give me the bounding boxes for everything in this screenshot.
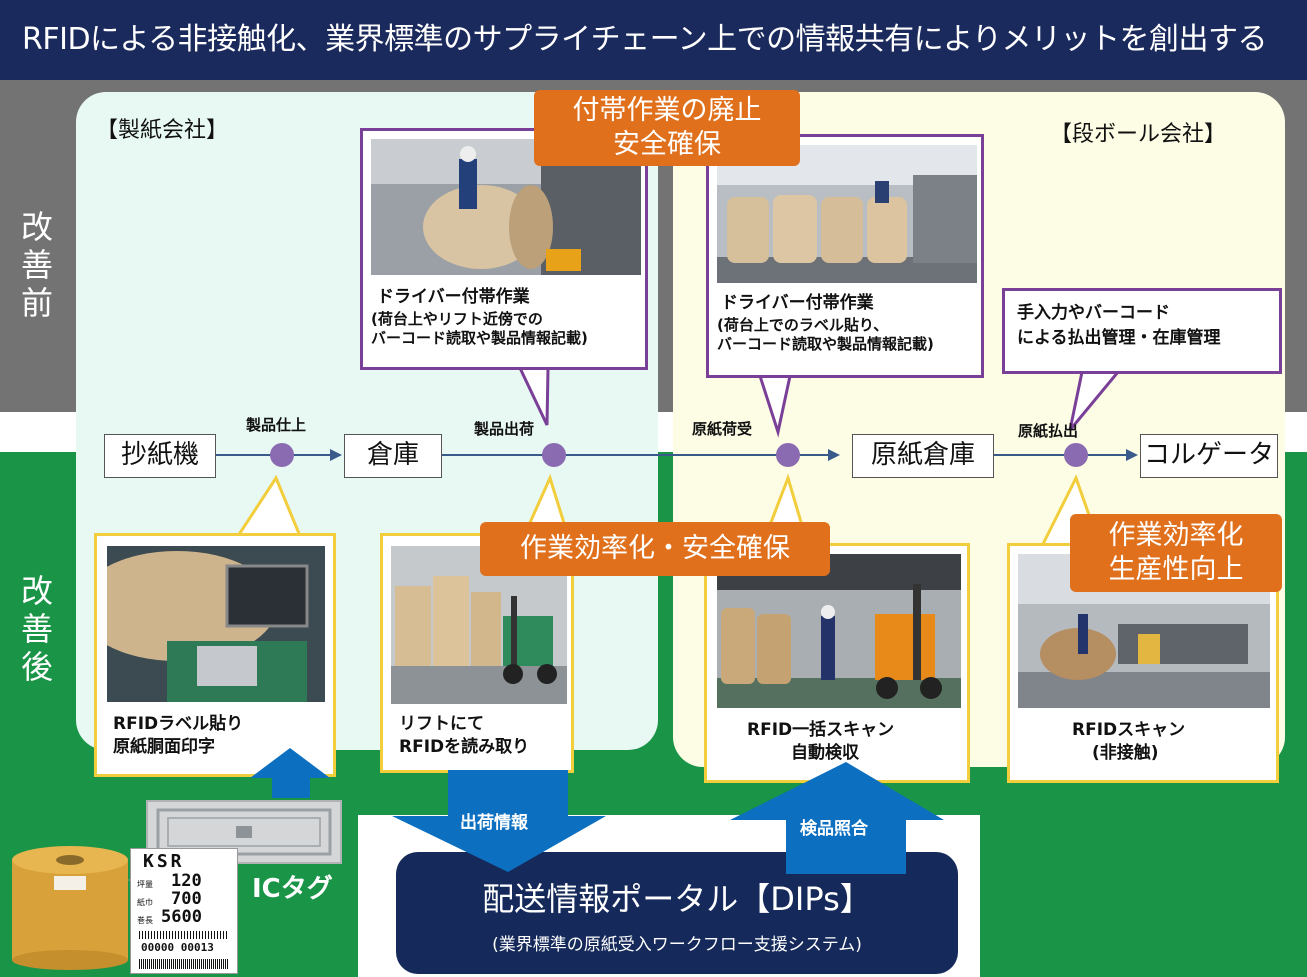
- label-row-value: 5600: [161, 907, 202, 927]
- label-row-value: 120: [171, 871, 202, 891]
- after-callout-line: (非接触): [1092, 743, 1159, 763]
- before-callout-line: (荷台上でのラベル貼り、: [717, 316, 889, 334]
- after-callout-line: RFID一括スキャン: [747, 720, 895, 740]
- tag-line: 生産性向上: [1108, 554, 1244, 585]
- shipping-info-label: 出荷情報: [460, 813, 528, 833]
- label-serial: 00000 00013: [141, 941, 214, 954]
- before-callout-title: ドライバー付帯作業: [377, 287, 530, 307]
- label-barcode: [139, 959, 229, 969]
- before-callout-line: (荷台上やリフト近傍での: [371, 310, 543, 328]
- after-callout-line: RFIDラベル貼り: [113, 714, 244, 734]
- ic-tag-image: [146, 800, 342, 864]
- milestone-label: 原紙荷受: [692, 420, 753, 438]
- label-row-name: 紙巾: [137, 898, 153, 907]
- after-callout-line: RFIDを読み取り: [399, 737, 530, 757]
- milestone-label: 製品仕上: [246, 416, 307, 434]
- node-corrugator: コルゲータ: [1140, 434, 1278, 478]
- after-callout-line: リフトにて: [399, 714, 484, 734]
- inspection-arrow: [730, 762, 944, 874]
- before-callout-line: による払出管理・在庫管理: [1017, 328, 1221, 348]
- paper-mill-label: 【製紙会社】: [96, 118, 229, 143]
- bulk-scan-photo: [717, 554, 961, 708]
- shipping-info-arrow: [392, 770, 606, 872]
- label-row-name: 坪量: [137, 880, 153, 889]
- product-label-sheet: KSR 坪量 120 紙巾 700 巻長 5600 00000 00013: [130, 848, 238, 974]
- before-callout-receiving: ドライバー付帯作業 (荷台上でのラベル貼り、 バーコード読取や製品情報記載): [706, 134, 984, 378]
- after-callout-line: 原紙胴面印字: [113, 737, 215, 757]
- milestone-dot: [776, 443, 800, 467]
- paper-roll-icon: [12, 846, 132, 970]
- tag-efficiency-safety: 作業効率化・安全確保: [480, 522, 830, 576]
- label-row-value: 700: [171, 889, 202, 909]
- after-callout-line: 自動検収: [791, 743, 859, 763]
- before-callout-title: ドライバー付帯作業: [721, 293, 874, 313]
- tag-line: 作業効率化: [1108, 520, 1244, 551]
- corrugator-label: 【段ボール会社】: [1050, 122, 1227, 147]
- rfid-labeling-photo: [107, 546, 325, 702]
- milestone-dot: [270, 443, 294, 467]
- portal-title: 配送情報ポータル【DIPs】: [482, 880, 872, 918]
- inspection-label: 検品照合: [800, 819, 868, 839]
- after-callout-labeling: RFIDラベル貼り 原紙胴面印字: [94, 533, 336, 777]
- truck-bed-photo: [717, 145, 977, 283]
- ic-tag-label: ICタグ: [252, 874, 333, 904]
- before-callout-line: 手入力やバーコード: [1017, 303, 1170, 323]
- after-side-label: 改善後: [20, 572, 53, 686]
- after-callout-bulk-scan: RFID一括スキャン 自動検収: [704, 543, 970, 783]
- node-base-paper-warehouse: 原紙倉庫: [852, 434, 994, 478]
- milestone-label: 製品出荷: [474, 420, 535, 438]
- label-barcode: [139, 931, 229, 939]
- label-brand: KSR: [143, 851, 185, 872]
- tag-abolish-work: 付帯作業の廃止 安全確保: [534, 90, 800, 166]
- node-paper-machine: 抄紙機: [104, 434, 216, 478]
- milestone-label: 原紙払出: [1018, 422, 1079, 440]
- header-title: RFIDによる非接触化、業界標準のサプライチェーン上での情報共有によりメリットを…: [0, 0, 1307, 80]
- before-callout-issuing: 手入力やバーコード による払出管理・在庫管理: [1002, 288, 1282, 374]
- tag-line: 安全確保: [613, 129, 721, 160]
- before-callout-line: バーコード読取や製品情報記載): [717, 335, 934, 353]
- before-callout-shipping: ドライバー付帯作業 (荷台上やリフト近傍での バーコード読取や製品情報記載): [360, 128, 648, 370]
- before-side-label: 改善前: [20, 208, 53, 322]
- tag-efficiency-productivity: 作業効率化 生産性向上: [1070, 514, 1282, 592]
- node-warehouse: 倉庫: [344, 434, 442, 478]
- after-callout-line: RFIDスキャン: [1072, 720, 1186, 740]
- before-callout-line: バーコード読取や製品情報記載): [371, 329, 588, 347]
- tag-line: 付帯作業の廃止: [572, 95, 762, 126]
- label-row-name: 巻長: [137, 916, 153, 925]
- portal-subtitle: (業界標準の原紙受入ワークフロー支援システム): [492, 935, 862, 955]
- milestone-dot: [1064, 443, 1088, 467]
- milestone-dot: [542, 443, 566, 467]
- ic-tag-arrow: [250, 748, 330, 798]
